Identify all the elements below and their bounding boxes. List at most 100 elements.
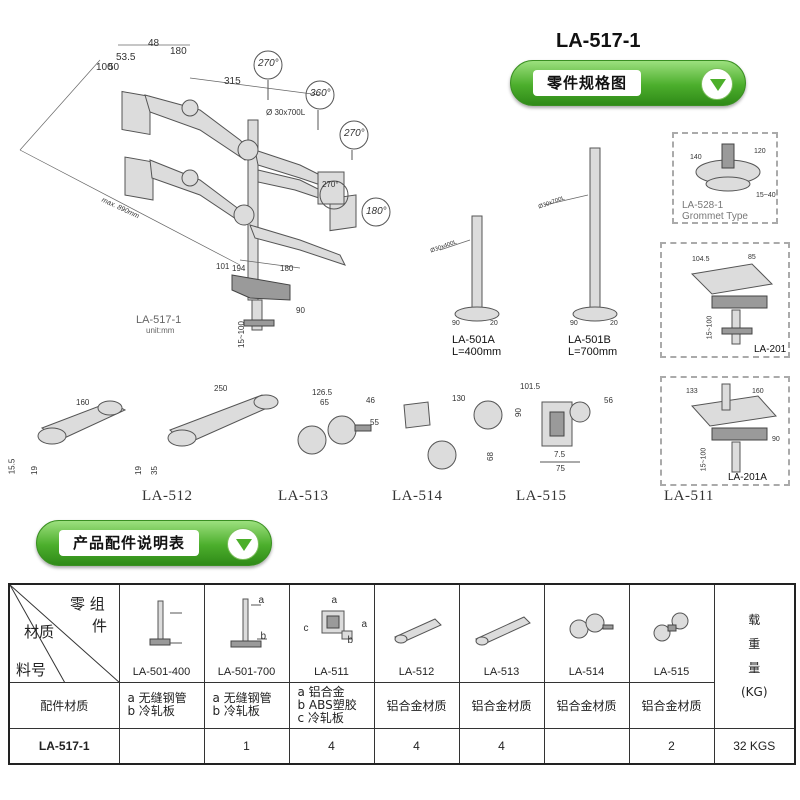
la-511-callout-b2: b <box>347 635 354 646</box>
la-511-dim-4: 7.5 <box>554 450 566 459</box>
clamp2-dim-3: 90 <box>772 436 780 443</box>
qty-la-512: 4 <box>373 727 460 765</box>
dim-180-bot: 180 <box>280 264 294 273</box>
pole-drawings <box>439 147 618 322</box>
load-header-cell: 载 重 量 (KG) <box>713 583 796 729</box>
qty-la-501-400 <box>118 727 205 765</box>
la-514-dim-3: 46 <box>366 396 375 405</box>
part-caption-la-514: LA-514 <box>392 488 443 504</box>
grommet-box: 140 120 15~40 LA-528-1 Grommet Type <box>672 132 778 224</box>
col-code-label: LA-515 <box>653 665 690 678</box>
load-head-2: 重 <box>748 637 761 652</box>
la-512-dim-2: 15.5 <box>7 458 17 475</box>
parts-row-drawings <box>37 394 591 470</box>
material-line: a 铝合金 <box>297 684 345 699</box>
la-513-dim-2: 19 <box>133 466 143 475</box>
material-la-511: a 铝合金 b ABS塑胶 c 冷轧板 <box>288 681 375 729</box>
col-code-label: LA-501-400 <box>132 665 191 678</box>
material-line: b ABS塑胶 <box>297 697 357 712</box>
table-col-la-515: LA-515 <box>628 583 715 683</box>
la-511-callout-c: c <box>303 623 309 634</box>
la-514-dim-4: 55 <box>370 418 379 427</box>
rotation-label-2: 360° <box>310 88 331 99</box>
load-head-3: 量 <box>748 661 761 676</box>
assembly-drawing <box>19 44 391 331</box>
material-line: b 冷轧板 <box>127 704 175 718</box>
la-512-dim-3: 19 <box>29 466 39 475</box>
load-value: 32 KGS <box>713 727 796 765</box>
grommet-dim-3: 15~40 <box>756 192 776 199</box>
grommet-dim-2: 120 <box>754 148 766 155</box>
parts-table: 零 组 件 材质 料号 LA-501-400 a b LA-501-700 <box>8 583 796 765</box>
qty-la-515: 2 <box>628 727 715 765</box>
dim-194: 194 <box>232 264 246 273</box>
la-511-callout-a: a <box>331 595 338 606</box>
la-501-400-icon <box>149 600 182 646</box>
col-code-label: LA-501-700 <box>217 665 276 678</box>
part-caption-la-512: LA-512 <box>142 488 193 504</box>
table-col-la-513: LA-513 <box>458 583 545 683</box>
la-514-dim-1: 126.5 <box>312 388 333 397</box>
qty-la-511: 4 <box>288 727 375 765</box>
pole-a-base-dim-1: 90 <box>452 320 460 327</box>
clamp-model: LA-201 <box>754 344 787 355</box>
pole-b-base-dim-2: 20 <box>610 320 618 327</box>
rotation-label-1: 270° <box>258 58 279 69</box>
qty-la-514 <box>543 727 630 765</box>
spec-drawing-button[interactable]: 零件规格图 <box>510 60 746 106</box>
clamp-dim-1: 104.5 <box>692 256 710 263</box>
part-caption-la-511: LA-511 <box>664 488 714 504</box>
dim-315: 315 <box>224 76 241 87</box>
dim-180-top: 180 <box>170 46 187 57</box>
table-col-la-514: LA-514 <box>543 583 630 683</box>
dim-pole: Ø 30x700L <box>266 108 306 117</box>
clamp2-box: 133 160 90 15~100 LA-201A <box>660 376 790 486</box>
la-515-icon <box>653 612 688 642</box>
pole-a-base-dim-2: 20 <box>490 320 498 327</box>
clamp-box: 104.5 85 15~100 LA-201 <box>660 242 790 358</box>
corner-diagonals <box>10 585 120 683</box>
corner-top-label: 零 组 <box>70 595 105 613</box>
parts-table-button[interactable]: 产品配件说明表 <box>36 520 272 566</box>
assembly-model-label: LA-517-1 <box>136 314 182 326</box>
la-511-callout-b: a <box>361 619 368 630</box>
la-512-dim-1: 160 <box>76 398 90 407</box>
table-col-la-512: LA-512 <box>373 583 460 683</box>
table-col-la-501-400: LA-501-400 <box>118 583 205 683</box>
la-501-700-callout-a: a <box>258 595 265 606</box>
table-corner-cell: 零 组 件 材质 料号 <box>8 583 120 683</box>
clamp2-dim-1: 133 <box>686 388 698 395</box>
material-la-513: 铝合金材质 <box>458 681 545 729</box>
material-line: a 无缝钢管 <box>212 691 272 705</box>
rotation-label-3: 270° <box>344 128 365 139</box>
table-col-la-501-700: a b LA-501-700 <box>203 583 290 683</box>
pole-b-label: LA-501B <box>568 334 611 346</box>
dim-50: 50 <box>108 62 120 73</box>
clamp2-dim-2: 160 <box>752 388 764 395</box>
la-501-700-callout-b: b <box>260 631 267 642</box>
la-514-dim-2: 65 <box>320 398 329 407</box>
pole-b-length: L=700mm <box>568 346 618 358</box>
chevron-down-icon <box>701 68 733 100</box>
clamp-drawing <box>690 263 774 345</box>
la-513-icon <box>474 616 531 646</box>
pole-a-label: LA-501A <box>452 334 495 346</box>
col-code-label: LA-511 <box>314 665 349 678</box>
material-line: a 无缝钢管 <box>127 691 187 705</box>
material-la-501-400: a 无缝钢管 b 冷轧板 <box>118 681 205 729</box>
parts-table-button-label: 产品配件说明表 <box>59 530 200 556</box>
dim-100: 100 <box>96 62 113 73</box>
clamp2-model: LA-201A <box>728 472 767 483</box>
la-515-dim-2: 68 <box>485 452 495 461</box>
rotation-label-4: 270° <box>322 180 339 189</box>
material-la-515: 铝合金材质 <box>628 681 715 729</box>
la-511-dim-1: 101.5 <box>520 382 541 391</box>
col-code-label: LA-512 <box>398 665 435 678</box>
corner-code-label: 料号 <box>16 661 47 679</box>
corner-mid-label: 件 <box>92 617 108 635</box>
rotation-label-5: 180° <box>366 206 387 217</box>
load-head-4: (KG) <box>740 685 768 700</box>
qty-la-501-700: 1 <box>203 727 290 765</box>
la-511-dim-3: 56 <box>604 396 613 405</box>
dim-53-5: 53.5 <box>116 52 136 63</box>
